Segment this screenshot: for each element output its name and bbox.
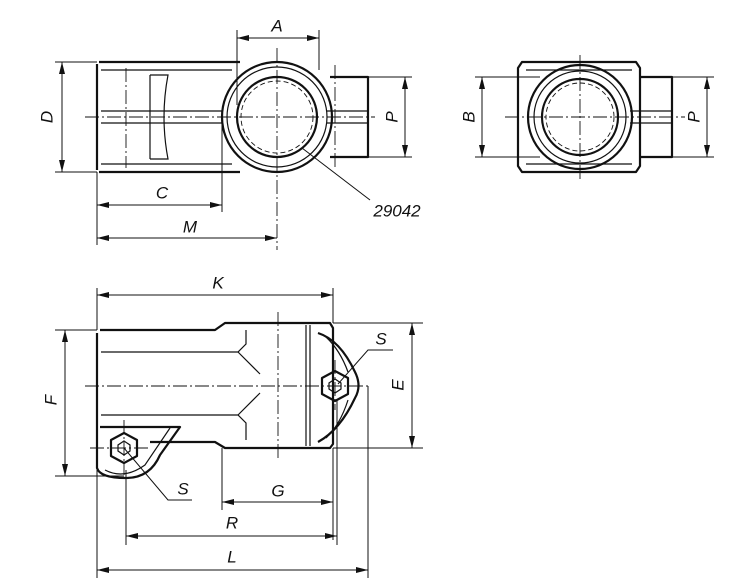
part-reference-label: 29042 [372, 201, 421, 220]
bottom-view: K F E S S G R L [41, 273, 423, 578]
dim-label-l: L [227, 547, 236, 566]
dim-label-a: A [270, 16, 282, 35]
dim-label-s-lower: S [177, 479, 189, 498]
top-left-view: A D P C M 29042 [37, 16, 421, 250]
dim-label-p-right: P [684, 111, 703, 123]
dim-label-k: K [212, 273, 224, 292]
top-right-view: B P [459, 55, 714, 180]
dim-label-m: M [183, 217, 198, 236]
dim-label-r: R [226, 513, 238, 532]
dim-label-c: C [156, 183, 169, 202]
dim-label-f: F [41, 393, 60, 405]
dim-label-b: B [459, 111, 478, 122]
dim-label-s-upper: S [375, 329, 387, 348]
dim-label-g: G [271, 481, 284, 500]
dim-label-e: E [388, 379, 407, 391]
dim-label-p: P [382, 111, 401, 123]
dim-label-d: D [37, 111, 56, 123]
